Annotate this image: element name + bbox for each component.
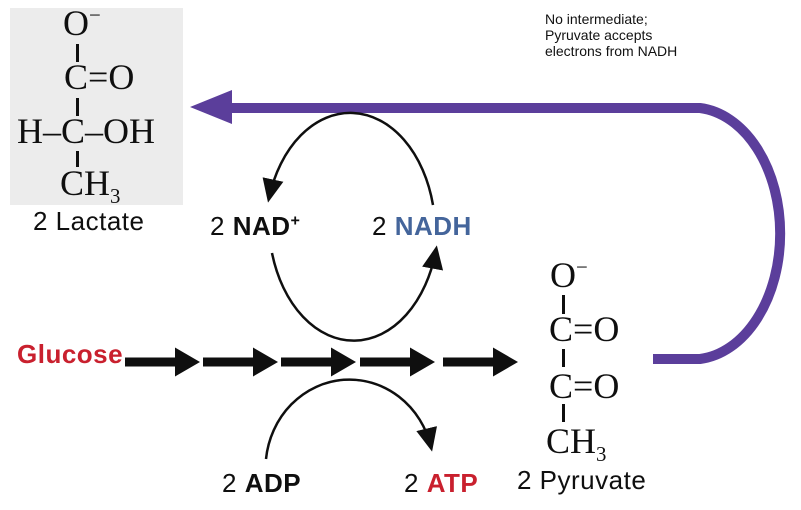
pyruvate-c2: C — [549, 366, 574, 406]
glucose-label: Glucose — [17, 339, 124, 369]
nadh-to-nad-arc — [262, 111, 435, 206]
lactate-bond-1 — [76, 44, 79, 62]
nadh-count: 2 — [372, 211, 395, 241]
nadh-name: NADH — [394, 211, 472, 241]
pyruvate-to-lactate-arrow — [230, 103, 786, 364]
lactate-bond-3 — [76, 151, 79, 167]
lactate-label: 2 Lactate — [33, 206, 145, 236]
lactate-c-double-o: C=O — [64, 59, 134, 95]
nadh-label: 2 NADH — [372, 213, 472, 239]
nad-count: 2 — [210, 211, 233, 241]
nad-plus-superscript: + — [290, 211, 301, 230]
pyruvate-o2: O — [593, 366, 620, 406]
lactate-carboxylate-oxygen: O− — [63, 5, 101, 41]
pyruvate-to-lactate-arrowhead — [190, 90, 232, 124]
pyruvate-label: 2 Pyruvate — [517, 465, 647, 495]
glycolysis-arrow-2 — [203, 347, 278, 377]
adp-label: 2 ADP — [222, 470, 301, 496]
lactate-c1: C — [64, 57, 89, 97]
lactate-methyl-group: CH3 — [60, 163, 120, 207]
pyruvate-double-bond-2: = — [573, 366, 594, 406]
atp-label: 2 ATP — [404, 470, 478, 496]
pyruvate-ch-subscript: 3 — [596, 442, 607, 467]
glycolysis-arrow-5 — [443, 347, 518, 377]
glycolysis-arrow-4 — [360, 347, 435, 377]
pyruvate-double-bond-1: = — [573, 309, 594, 349]
lactate-single-bond-2: – — [85, 111, 104, 151]
pyruvate-bond-3 — [562, 404, 565, 422]
adp-to-atp-arc — [264, 378, 437, 460]
lactate-double-bond: = — [88, 57, 109, 97]
nad-label: 2 NAD+ — [210, 211, 301, 241]
no-intermediate-note: No intermediate; Pyruvate accepts electr… — [545, 11, 677, 59]
pyruvate-c1: C — [549, 309, 574, 349]
lactate-c2: C — [61, 111, 86, 151]
lactate-o1: O — [108, 57, 135, 97]
nad-name: NAD — [232, 211, 291, 241]
pyruvate-carboxylate-oxygen: O− — [550, 257, 588, 293]
lactate-ch: CH — [60, 163, 111, 203]
lactate-o-charge: − — [89, 3, 101, 27]
glycolysis-arrow-1 — [125, 347, 200, 377]
pyruvate-c-double-o-1: C=O — [549, 311, 619, 347]
note-line-1: No intermediate; — [545, 11, 648, 27]
pyruvate-o-charge: − — [576, 255, 588, 279]
pyruvate-c-double-o-2: C=O — [549, 368, 619, 404]
pyruvate-o-atom: O — [550, 255, 576, 295]
pyruvate-bond-1 — [562, 295, 565, 314]
atp-name: ATP — [426, 468, 479, 498]
pyruvate-ch: CH — [546, 421, 597, 461]
lactate-o-atom: O — [63, 3, 89, 43]
pyruvate-bond-2 — [562, 349, 565, 367]
atp-count: 2 — [404, 468, 427, 498]
lactate-oh: OH — [103, 111, 156, 151]
glycolysis-arrow-3 — [281, 347, 356, 377]
note-line-3: electrons from NADH — [545, 43, 678, 59]
pyruvate-methyl-group: CH3 — [546, 421, 606, 465]
adp-count: 2 — [222, 468, 245, 498]
lactate-single-bond-1: – — [43, 111, 61, 151]
lactate-structure-box — [10, 8, 183, 205]
nad-to-nadh-arc — [270, 245, 444, 342]
pyruvate-o1: O — [593, 309, 620, 349]
lactate-h-c-oh: H–C–OH — [17, 113, 155, 149]
lactate-ch-subscript: 3 — [110, 184, 121, 209]
note-line-2: Pyruvate accepts — [545, 27, 653, 43]
adp-name: ADP — [244, 468, 302, 498]
lactate-h: H — [17, 111, 43, 151]
lactate-bond-2 — [76, 98, 79, 116]
